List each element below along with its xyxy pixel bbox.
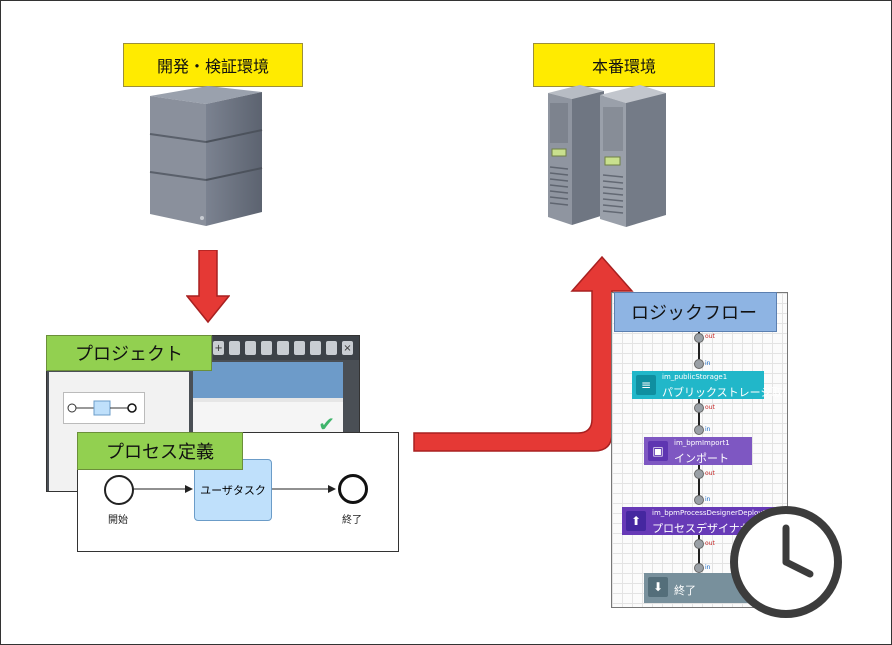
arrow-up-icon — [413, 255, 634, 452]
port-in[interactable] — [694, 495, 704, 505]
end-event-label: 終了 — [342, 515, 362, 526]
export-icon[interactable] — [245, 341, 257, 355]
clock-icon — [730, 506, 842, 618]
process-definition-label: プロセス定義 — [77, 432, 243, 470]
flow-node-bpm-import[interactable]: ▣ im_bpmImport1 インポート — [644, 437, 752, 465]
process-thumbnail — [63, 392, 145, 424]
logic-flow-label: ロジックフロー — [614, 292, 777, 332]
port-out[interactable] — [694, 469, 704, 479]
arrow-down-icon — [186, 250, 230, 324]
add-icon[interactable]: + — [213, 341, 225, 355]
upload-icon[interactable] — [277, 341, 289, 355]
flow-node-public-storage[interactable]: ≡ im_publicStorage1 パブリックストレージ取得 — [632, 371, 787, 399]
import-icon[interactable] — [229, 341, 241, 355]
port-in[interactable] — [694, 563, 704, 573]
start-event[interactable] — [104, 475, 134, 505]
dev-env-label: 開発・検証環境 — [123, 43, 303, 87]
end-arrow-icon: ⬇ — [648, 577, 668, 597]
start-event-label: 開始 — [108, 515, 128, 526]
view-icon[interactable] — [309, 341, 321, 355]
port-in[interactable] — [694, 425, 704, 435]
deploy-icon: ⬆ — [626, 511, 646, 531]
import-icon: ▣ — [648, 441, 668, 461]
port-in[interactable] — [694, 359, 704, 369]
server-rack-icon — [548, 85, 666, 227]
end-event[interactable] — [338, 474, 368, 504]
server-icon — [149, 86, 263, 226]
project-label: プロジェクト — [46, 335, 212, 371]
refresh-icon[interactable] — [325, 341, 337, 355]
process-connectors — [132, 485, 336, 493]
close-icon[interactable]: × — [341, 341, 353, 355]
copy-icon[interactable] — [261, 341, 273, 355]
port-out[interactable] — [694, 539, 704, 549]
port-out[interactable] — [694, 403, 704, 413]
project-toolbar: + × — [213, 336, 359, 360]
user-icon[interactable] — [293, 341, 305, 355]
project-card-selected[interactable]: ✔ — [193, 362, 343, 424]
storage-icon: ≡ — [636, 375, 656, 395]
prod-env-label: 本番環境 — [533, 43, 715, 87]
port-out[interactable] — [694, 333, 704, 343]
